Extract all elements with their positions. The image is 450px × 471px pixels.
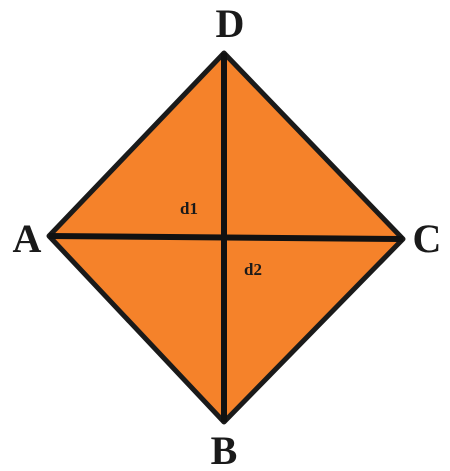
- vertex-label-d: D: [216, 1, 245, 46]
- diagonal-label-d2: d2: [244, 260, 262, 279]
- vertex-label-a: A: [13, 216, 42, 261]
- diagonal-label-d1: d1: [180, 199, 198, 218]
- vertex-label-b: B: [211, 428, 238, 471]
- vertex-label-c: C: [413, 216, 442, 261]
